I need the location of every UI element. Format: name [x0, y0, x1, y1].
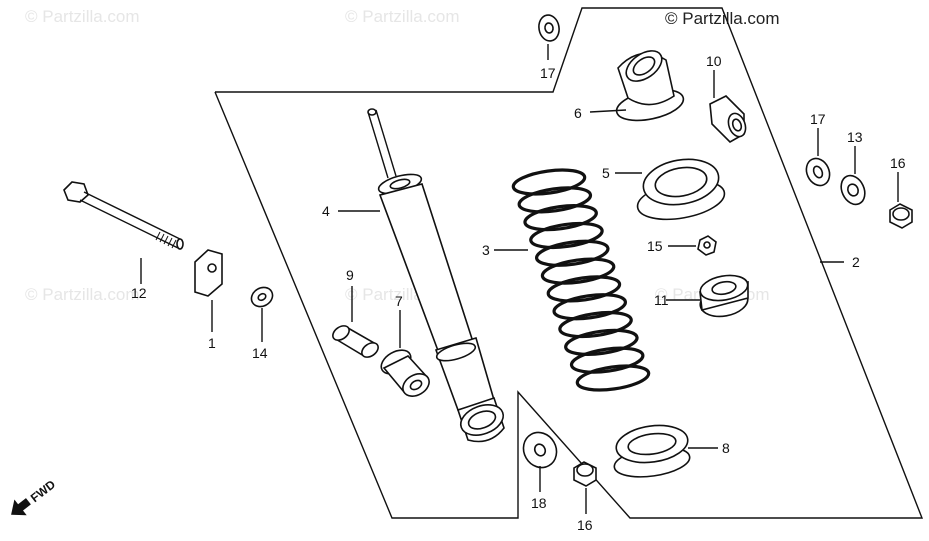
part-3-spring	[511, 168, 651, 392]
callout-18: 18	[531, 495, 547, 511]
part-6-spring-seat	[615, 50, 685, 122]
part-16-cap-nut	[889, 203, 913, 229]
assembly-outline	[214, 7, 924, 519]
callout-8: 8	[722, 440, 730, 456]
callout-7: 7	[395, 293, 403, 309]
callout-9: 9	[346, 267, 354, 283]
callout-10: 10	[706, 53, 722, 69]
spring-coil	[540, 257, 616, 285]
callout-4: 4	[322, 203, 330, 219]
fwd-label: FWD	[28, 477, 58, 505]
part-13-washer	[840, 174, 866, 206]
part-9-collar	[332, 325, 379, 358]
part-10-bushing	[709, 95, 747, 143]
part-8-spring-seat	[613, 424, 691, 478]
spring-coil	[552, 293, 628, 321]
callout-17: 17	[540, 65, 556, 81]
callout-17: 17	[810, 111, 826, 127]
spring-coil	[558, 310, 633, 339]
spring-coil	[523, 204, 598, 232]
callout-2: 2	[852, 254, 860, 270]
part-11-rubber-bushing	[699, 274, 749, 318]
part-17-washer	[538, 14, 560, 42]
callout-13: 13	[847, 129, 863, 145]
part-16-cap-nut-bottom	[573, 461, 597, 487]
spring-coil	[575, 364, 651, 392]
watermark: © Partzilla.com	[25, 285, 140, 304]
leader-lines	[140, 44, 899, 514]
spring-coil	[511, 168, 587, 196]
part-14-washer	[250, 286, 274, 308]
spring-coil	[546, 275, 622, 303]
callout-16: 16	[577, 517, 593, 533]
callout-3: 3	[482, 242, 490, 258]
callout-15: 15	[647, 238, 663, 254]
callout-16: 16	[890, 155, 906, 171]
part-5-spring-guide	[636, 158, 726, 221]
callout-6: 6	[574, 105, 582, 121]
part-17-washer-right	[805, 157, 831, 187]
callout-14: 14	[252, 345, 268, 361]
watermark: © Partzilla.com	[345, 7, 460, 26]
callout-5: 5	[602, 165, 610, 181]
callout-1: 1	[208, 335, 216, 351]
callout-12: 12	[131, 285, 147, 301]
spring-coil	[517, 186, 593, 214]
part-15-nut	[697, 235, 717, 256]
part-7-bushing	[380, 349, 430, 397]
spring-coil	[569, 346, 645, 374]
spring-coil	[529, 221, 604, 250]
part-4-shock-absorber	[367, 108, 505, 443]
part-18-washer	[522, 431, 558, 469]
watermark: © Partzilla.com	[25, 7, 140, 26]
copyright-text: © Partzilla.com	[665, 9, 780, 28]
spring-coil	[564, 328, 639, 356]
spring-coil	[534, 239, 610, 267]
fwd-arrow: FWD	[11, 477, 58, 516]
part-12-bolt	[63, 181, 184, 250]
part-1-clip	[194, 249, 223, 297]
callout-11: 11	[654, 292, 669, 308]
